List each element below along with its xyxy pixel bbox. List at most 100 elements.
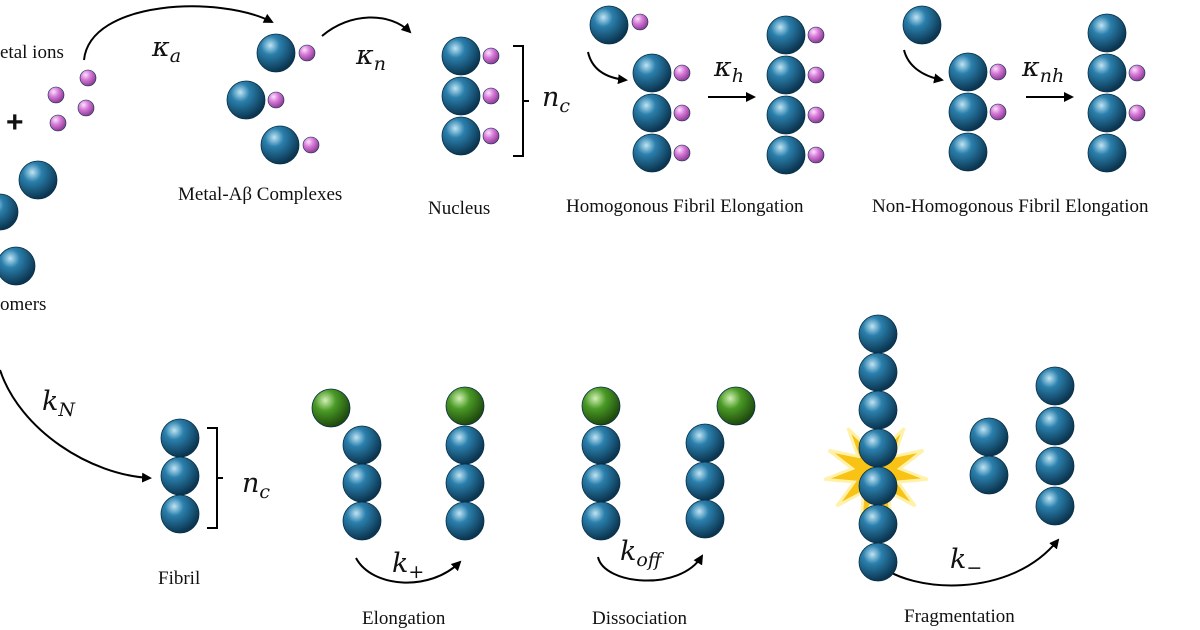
metal-ions-label: etal ions	[0, 42, 64, 63]
metal-ion-sphere	[302, 136, 320, 154]
monomer-sphere	[685, 423, 725, 463]
monomer-sphere	[260, 125, 300, 165]
monomer-sphere	[969, 417, 1009, 457]
monomer-sphere	[632, 133, 672, 173]
monomer-sphere	[858, 390, 898, 430]
arrow-kN	[0, 369, 152, 483]
homogenous-label: Homogonous Fibril Elongation	[566, 196, 804, 217]
metal-ion-sphere	[482, 127, 500, 145]
monomer-sphere	[256, 33, 296, 73]
metal-ion-sphere	[482, 47, 500, 65]
monomer-sphere	[858, 352, 898, 392]
fibril-bracket	[207, 427, 223, 529]
metal-ion-sphere	[807, 26, 825, 44]
monomer-sphere	[445, 425, 485, 465]
plus-sign: +	[6, 106, 24, 139]
nucleus-label: Nucleus	[428, 198, 491, 219]
arrow-metal-to-complex	[83, 5, 274, 61]
monomer-sphere	[581, 425, 621, 465]
metal-ion-sphere	[298, 44, 316, 62]
monomer-sphere	[858, 542, 898, 582]
complexes-label: Metal-Aβ Complexes	[178, 184, 343, 205]
metal-ion-sphere	[989, 63, 1007, 81]
monomer-sphere	[445, 501, 485, 541]
monomer-sphere	[1035, 406, 1075, 446]
arrow-elongation	[355, 557, 462, 584]
monomer-sphere	[342, 463, 382, 503]
monomer-sphere	[948, 52, 988, 92]
rate-kN: kN	[42, 386, 75, 421]
monomer-sphere	[581, 501, 621, 541]
metal-ion-sphere	[807, 106, 825, 124]
rate-nc-bottom: nc	[242, 468, 271, 503]
monomer-sphere	[858, 314, 898, 354]
monomer-sphere	[18, 160, 58, 200]
monomer-sphere	[441, 76, 481, 116]
fibril-label: Fibril	[158, 568, 201, 589]
metal-ion-sphere	[631, 13, 649, 31]
monomer-sphere	[766, 55, 806, 95]
arrow-nonhomog-add	[903, 49, 944, 84]
rate-kplus: k+	[392, 548, 425, 583]
monomer-sphere	[948, 132, 988, 172]
arrow-homog-add	[587, 51, 628, 85]
monomer-sphere	[632, 93, 672, 133]
monomer-sphere	[160, 456, 200, 496]
monomers-label: omers	[0, 294, 47, 315]
arrows-layer	[0, 5, 1074, 587]
monomer-sphere	[1087, 13, 1127, 53]
elongation-label: Elongation	[362, 608, 446, 629]
rate-koff: koff	[620, 536, 662, 571]
monomer-sphere	[1087, 93, 1127, 133]
monomer-sphere	[445, 463, 485, 503]
added-monomer-sphere	[581, 386, 621, 426]
metal-ion-sphere	[673, 144, 691, 162]
metal-ion-sphere	[807, 146, 825, 164]
nucleus-bracket	[513, 45, 529, 157]
monomer-sphere	[342, 501, 382, 541]
rate-ka: κa	[152, 32, 182, 67]
metal-ion-sphere	[807, 66, 825, 84]
monomer-sphere	[685, 461, 725, 501]
monomer-sphere	[969, 455, 1009, 495]
spheres-layer	[0, 5, 1146, 582]
monomer-sphere	[0, 246, 36, 286]
rate-kminus: k−	[950, 544, 983, 579]
monomer-sphere	[160, 418, 200, 458]
metal-ion-sphere	[989, 103, 1007, 121]
arrow-dissociation	[597, 554, 704, 582]
monomer-sphere	[1035, 486, 1075, 526]
added-monomer-sphere	[311, 388, 351, 428]
monomer-sphere	[948, 92, 988, 132]
monomer-sphere	[1087, 53, 1127, 93]
metal-ion-sphere	[79, 69, 97, 87]
added-monomer-sphere	[716, 386, 756, 426]
monomer-sphere	[0, 193, 19, 231]
added-monomer-sphere	[445, 386, 485, 426]
metal-ion-sphere	[673, 104, 691, 122]
monomer-sphere	[226, 80, 266, 120]
monomer-sphere	[342, 425, 382, 465]
metal-ion-sphere	[267, 91, 285, 109]
monomer-sphere	[1035, 366, 1075, 406]
monomer-sphere	[902, 5, 942, 45]
monomer-sphere	[766, 95, 806, 135]
rate-knh: κnh	[1022, 52, 1065, 87]
monomer-sphere	[685, 499, 725, 539]
metal-ion-sphere	[49, 114, 67, 132]
arrow-complex-to-nucleus	[321, 16, 412, 37]
metal-ion-sphere	[47, 86, 65, 104]
metal-ion-sphere	[482, 87, 500, 105]
brackets-layer	[207, 45, 529, 529]
dissociation-label: Dissociation	[592, 608, 687, 629]
fragmentation-label: Fragmentation	[904, 606, 1015, 627]
metal-ion-sphere	[673, 64, 691, 82]
monomer-sphere	[160, 494, 200, 534]
rate-kh: κh	[714, 52, 744, 87]
monomer-sphere	[1035, 446, 1075, 486]
metal-ion-sphere	[77, 99, 95, 117]
non-homogenous-label: Non-Homogonous Fibril Elongation	[872, 196, 1149, 217]
monomer-sphere	[589, 5, 629, 45]
metal-ion-sphere	[1128, 64, 1146, 82]
